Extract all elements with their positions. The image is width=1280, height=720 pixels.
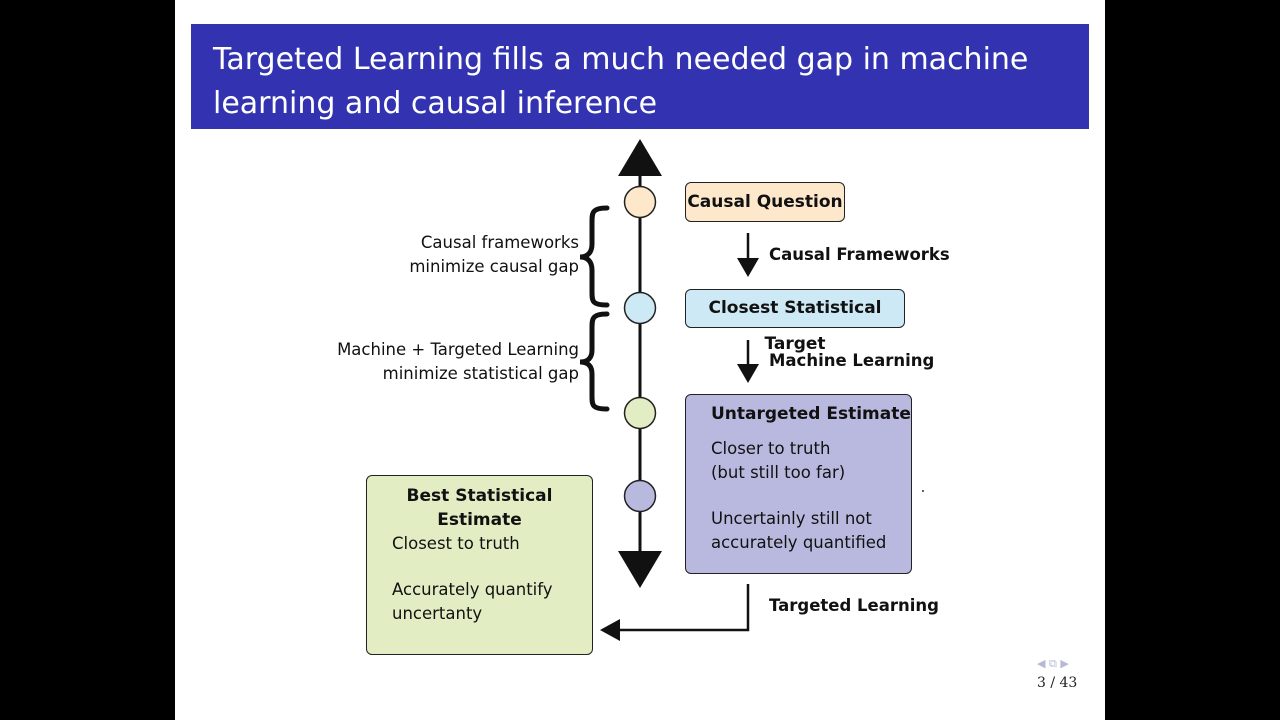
stray-dot	[922, 490, 924, 492]
causal-frameworks-label: Causal Frameworks	[769, 245, 950, 264]
upper-curly-brace	[579, 205, 610, 308]
statistical-target-title: Closest Statistical Target	[708, 298, 882, 354]
frame-icon[interactable]: ⧉	[1048, 657, 1057, 670]
untargeted-estimate-circle	[623, 396, 657, 430]
diagram-graphics	[579, 139, 924, 641]
page-number: 3 / 43	[1037, 675, 1078, 691]
slide-title-line-1: Targeted Learning fills a much needed ga…	[213, 42, 1029, 77]
targeted-learning-arrow-path	[615, 584, 750, 632]
axis-down-arrowhead	[618, 551, 662, 588]
causal-frameworks-arrowhead	[737, 258, 759, 277]
best-estimate-line-1: Closest to truth	[392, 534, 520, 553]
untargeted-estimate-box: Untargeted Estimate Closer to truth (but…	[685, 394, 912, 574]
nav-controls: ◀ ⧉ ▶	[1037, 657, 1069, 671]
untargeted-line-2: (but still too far)	[711, 463, 846, 482]
targeted-learning-label: Targeted Learning	[769, 596, 939, 615]
untargeted-line-4: accurately quantified	[711, 533, 887, 552]
upper-brace-line-1: Causal frameworks	[420, 233, 579, 252]
lower-brace-line-1: Machine + Targeted Learning	[337, 340, 579, 359]
untargeted-line-1: Closer to truth	[711, 439, 831, 458]
slide: Targeted Learning fills a much needed ga…	[175, 0, 1105, 720]
nav-right-icon[interactable]: ▶	[1060, 657, 1069, 670]
title-bar: Targeted Learning fills a much needed ga…	[191, 24, 1089, 129]
best-estimate-title-line-2: Estimate	[437, 510, 522, 530]
untargeted-estimate-title: Untargeted Estimate	[711, 404, 911, 424]
best-estimate-circle	[623, 479, 657, 513]
upper-brace-label: Causal frameworks minimize causal gap	[375, 231, 579, 279]
upper-brace-line-2: minimize causal gap	[409, 257, 579, 276]
best-estimate-line-3: uncertanty	[392, 604, 483, 623]
slide-title-line-2: learning and causal inference	[213, 86, 658, 121]
best-estimate-box: Best Statistical Estimate Closest to tru…	[366, 475, 593, 655]
targeted-learning-arrowhead	[600, 619, 620, 641]
best-estimate-line-2: Accurately quantify	[392, 580, 553, 599]
causal-question-circle	[623, 185, 657, 219]
lower-curly-brace	[579, 311, 610, 412]
lower-brace-label: Machine + Targeted Learning minimize sta…	[325, 338, 579, 386]
nav-left-icon[interactable]: ◀	[1037, 657, 1046, 670]
machine-learning-label: Machine Learning	[769, 351, 935, 370]
axis-up-arrowhead	[618, 139, 662, 176]
statistical-target-circle	[623, 291, 657, 325]
statistical-target-box: Closest Statistical Target	[685, 289, 905, 354]
machine-learning-arrowhead	[737, 364, 759, 383]
causal-question-title: Causal Question	[687, 192, 843, 212]
lower-brace-line-2: minimize statistical gap	[382, 364, 579, 383]
best-estimate-title-line-1: Best Statistical	[406, 486, 553, 506]
untargeted-line-3: Uncertainly still not	[711, 509, 872, 528]
causal-question-box: Causal Question	[685, 182, 845, 222]
